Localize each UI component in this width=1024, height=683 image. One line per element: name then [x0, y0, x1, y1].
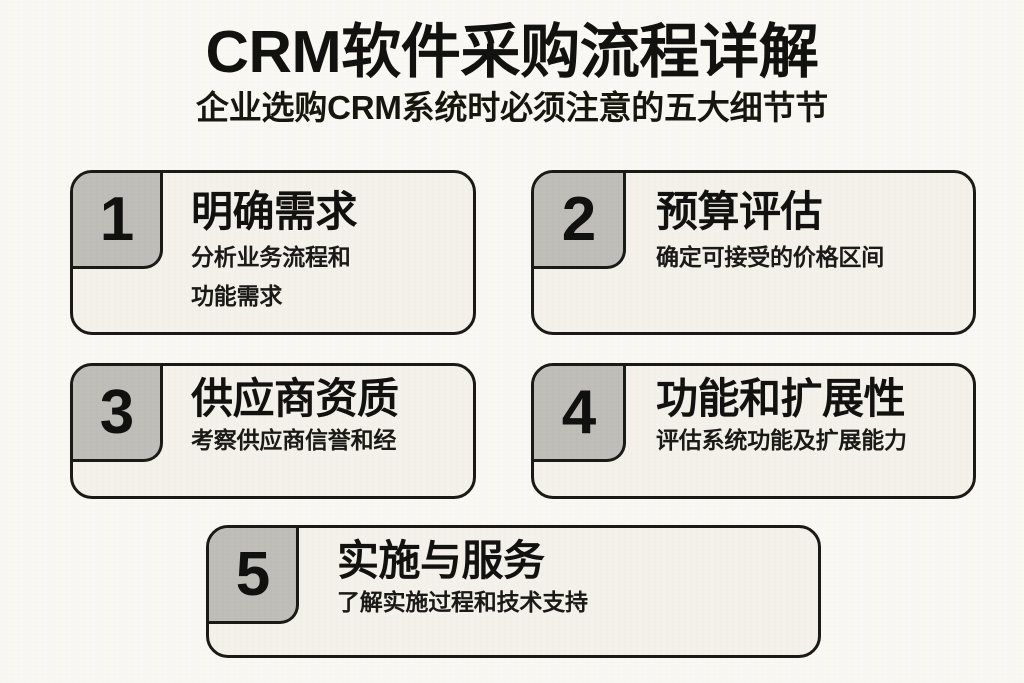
step-card-4-body: 功能和扩展性 评估系统功能及扩展能力: [656, 376, 907, 496]
step-title-5: 实施与服务: [337, 537, 545, 584]
step-title-2: 预算评估: [656, 188, 823, 235]
step-number-4: 4: [561, 377, 596, 447]
step-number-5: 5: [235, 539, 270, 609]
step-card-5-inner: 5 实施与服务 了解实施过程和技术支持: [209, 528, 818, 655]
step-number-2: 2: [561, 184, 596, 254]
step-card-2[interactable]: 2 预算评估 确定可接受的价格区间: [531, 170, 976, 335]
step-number-badge-3: 3: [73, 366, 163, 462]
step-desc-3-line-1: 考察供应商信誉和经: [191, 427, 397, 454]
step-card-2-inner: 2 预算评估 确定可接受的价格区间: [534, 173, 973, 332]
step-card-5-body: 实施与服务 了解实施过程和技术支持: [337, 538, 588, 655]
step-desc-5-line-1: 了解实施过程和技术支持: [337, 589, 588, 616]
step-title-1: 明确需求: [191, 188, 358, 235]
step-number-3: 3: [99, 377, 134, 447]
step-card-4[interactable]: 4 功能和扩展性 评估系统功能及扩展能力: [531, 363, 976, 499]
step-desc-1-line-1: 分析业务流程和: [191, 244, 351, 271]
page-title: CRM软件采购流程详解: [205, 19, 819, 85]
poster-header: CRM软件采购流程详解 企业选购CRM系统时必须注意的五大细节节: [0, 0, 1024, 126]
step-card-5[interactable]: 5 实施与服务 了解实施过程和技术支持: [206, 525, 821, 658]
step-desc-4-line-1: 评估系统功能及扩展能力: [656, 427, 907, 454]
step-number-badge-5: 5: [209, 528, 299, 624]
step-number-badge-4: 4: [534, 366, 626, 462]
step-card-3-inner: 3 供应商资质 考察供应商信誉和经: [73, 366, 473, 496]
step-number-badge-1: 1: [73, 173, 163, 269]
step-number-1: 1: [99, 184, 134, 254]
step-card-3[interactable]: 3 供应商资质 考察供应商信誉和经: [70, 363, 476, 499]
step-number-badge-2: 2: [534, 173, 626, 269]
step-card-1[interactable]: 1 明确需求 分析业务流程和 功能需求: [70, 170, 476, 335]
step-card-1-body: 明确需求 分析业务流程和 功能需求: [191, 188, 358, 332]
step-title-4: 功能和扩展性: [656, 375, 906, 422]
step-card-3-body: 供应商资质 考察供应商信誉和经: [191, 376, 399, 496]
step-card-1-inner: 1 明确需求 分析业务流程和 功能需求: [73, 173, 473, 332]
step-card-4-inner: 4 功能和扩展性 评估系统功能及扩展能力: [534, 366, 973, 496]
page-subtitle: 企业选购CRM系统时必须注意的五大细节节: [195, 89, 829, 127]
step-card-2-body: 预算评估 确定可接受的价格区间: [656, 189, 884, 332]
step-title-3: 供应商资质: [191, 375, 399, 422]
step-desc-1-line-2: 功能需求: [191, 282, 283, 309]
step-desc-2-line-1: 确定可接受的价格区间: [656, 244, 885, 271]
